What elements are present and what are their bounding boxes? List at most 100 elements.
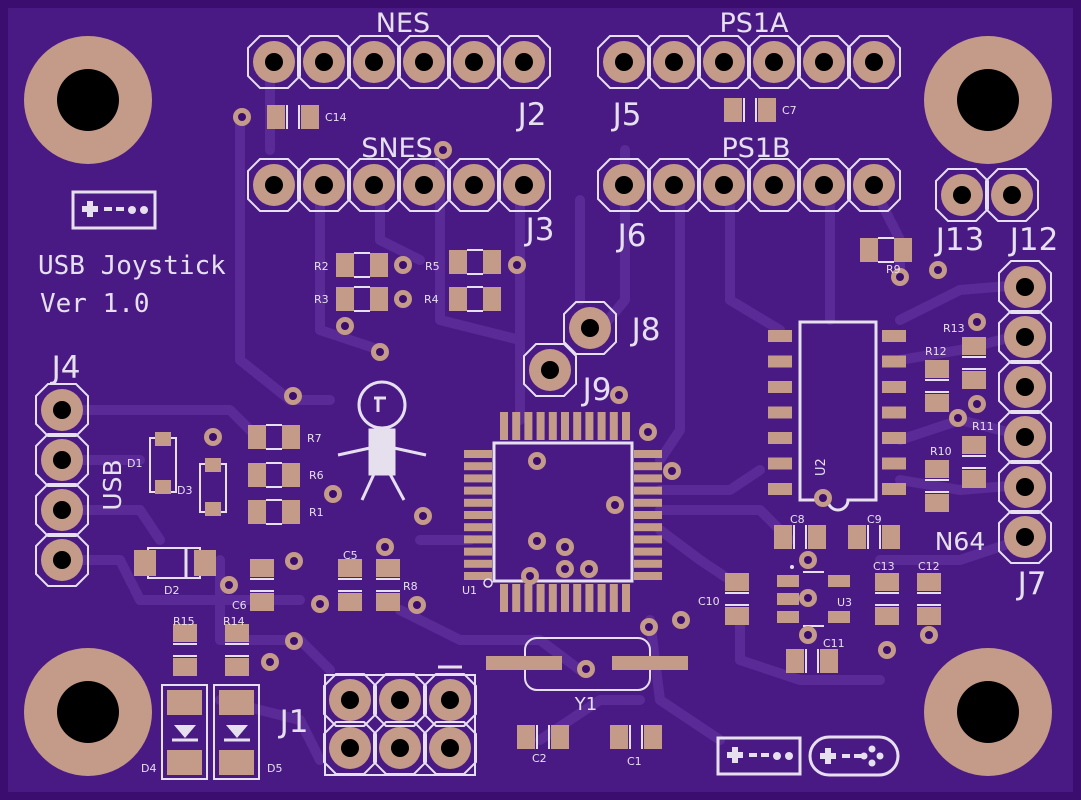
ic-pin <box>536 412 545 440</box>
ic-pin <box>768 355 792 368</box>
ic-pin <box>634 559 662 568</box>
label-r4: R4 <box>424 293 439 306</box>
ic-pin <box>768 483 792 495</box>
label-j9: J9 <box>581 372 612 408</box>
ic-pin <box>464 572 492 580</box>
label-j13: J13 <box>934 222 985 258</box>
mascot-figure <box>337 380 427 501</box>
nes-controller-logo <box>71 190 157 230</box>
ic-pin <box>622 412 630 440</box>
mounting-hole-bottom-right <box>924 648 1052 776</box>
label-c6: C6 <box>232 599 247 612</box>
label-j12: J12 <box>1008 222 1059 258</box>
ic-pin <box>573 584 582 612</box>
ic-pin <box>464 511 492 519</box>
label-d2: D2 <box>164 584 179 597</box>
ic-pin <box>561 412 569 440</box>
ic-pin <box>464 498 492 507</box>
label-j2: J2 <box>516 97 547 133</box>
label-d4: D4 <box>141 762 156 775</box>
ic-pin <box>597 412 606 440</box>
ic-pin <box>548 584 557 612</box>
mounting-hole-top-left <box>24 36 152 164</box>
ic-pin <box>768 406 792 419</box>
label-j6: J6 <box>616 218 647 254</box>
ic-pin <box>585 412 594 440</box>
ic-pin <box>464 523 492 532</box>
label-j7: J7 <box>1016 566 1047 602</box>
mounting-hole-bottom-left <box>24 648 152 776</box>
ic-pin <box>597 584 606 612</box>
ic-pin <box>464 547 492 556</box>
label-c11: C11 <box>823 637 845 650</box>
ic-pin <box>634 547 662 556</box>
ic-pin <box>882 330 906 342</box>
ic-pin <box>634 462 662 471</box>
ic-pin <box>768 330 792 342</box>
ic-pin <box>512 584 521 612</box>
led-d4 <box>161 684 208 780</box>
ic-pin <box>768 432 792 444</box>
label-r2: R2 <box>314 260 329 273</box>
label-ps1a: PS1A <box>719 8 789 39</box>
label-ps1b: PS1B <box>721 133 790 164</box>
ic-pin <box>561 584 569 612</box>
ic-pin <box>524 412 533 440</box>
label-u3: U3 <box>837 596 852 609</box>
ic-u1-qfp <box>464 412 662 612</box>
ic-pin <box>634 523 662 532</box>
ic-pin <box>882 457 906 470</box>
label-r15: R15 <box>173 615 195 628</box>
label-c13: C13 <box>873 560 895 573</box>
mounting-hole-top-right <box>924 36 1052 164</box>
label-n64: N64 <box>935 527 986 556</box>
diode-d1 <box>149 432 177 494</box>
ic-pin <box>512 412 521 440</box>
ic-pin <box>634 572 662 580</box>
label-r12: R12 <box>925 345 947 358</box>
ic-pin <box>634 535 662 544</box>
ic-pin <box>882 355 906 368</box>
ic-pin <box>609 584 618 612</box>
label-r6: R6 <box>309 469 324 482</box>
label-r9: R9 <box>886 263 901 276</box>
diode-d2 <box>134 547 216 579</box>
ic-pin <box>622 584 630 612</box>
ic-pin <box>882 483 906 495</box>
label-y1: Y1 <box>574 694 597 715</box>
ic-pin <box>634 450 662 458</box>
ic-pin <box>524 584 533 612</box>
label-j1: J1 <box>278 704 309 740</box>
title-line1: USB Joystick <box>38 251 226 281</box>
label-usb: USB <box>98 459 127 510</box>
ic-pin <box>609 412 618 440</box>
ic-pin <box>464 486 492 495</box>
header-j1 <box>323 665 477 776</box>
label-c7: C7 <box>782 104 797 117</box>
ic-pin <box>882 406 906 419</box>
label-nes: NES <box>376 8 430 39</box>
label-c12: C12 <box>918 560 940 573</box>
label-c1: C1 <box>627 755 642 768</box>
label-c9: C9 <box>867 513 882 526</box>
ic-pin <box>464 559 492 568</box>
ic-pin <box>585 584 594 612</box>
ic-pin <box>464 462 492 471</box>
label-r1: R1 <box>309 506 324 519</box>
ic-pin <box>548 412 557 440</box>
label-snes: SNES <box>361 133 433 164</box>
ic-pin <box>573 412 582 440</box>
ic-pin <box>500 584 508 612</box>
label-r7: R7 <box>307 432 322 445</box>
ic-pin <box>500 412 508 440</box>
label-d3: D3 <box>177 484 192 497</box>
label-c10: C10 <box>698 595 720 608</box>
ic-pin <box>768 381 792 393</box>
label-j5: J5 <box>611 97 642 133</box>
label-d5: D5 <box>267 762 282 775</box>
ic-pin <box>882 432 906 444</box>
label-c14: C14 <box>325 111 347 124</box>
ic-pin <box>882 381 906 393</box>
nes-controller-logo-bottom <box>716 736 802 776</box>
